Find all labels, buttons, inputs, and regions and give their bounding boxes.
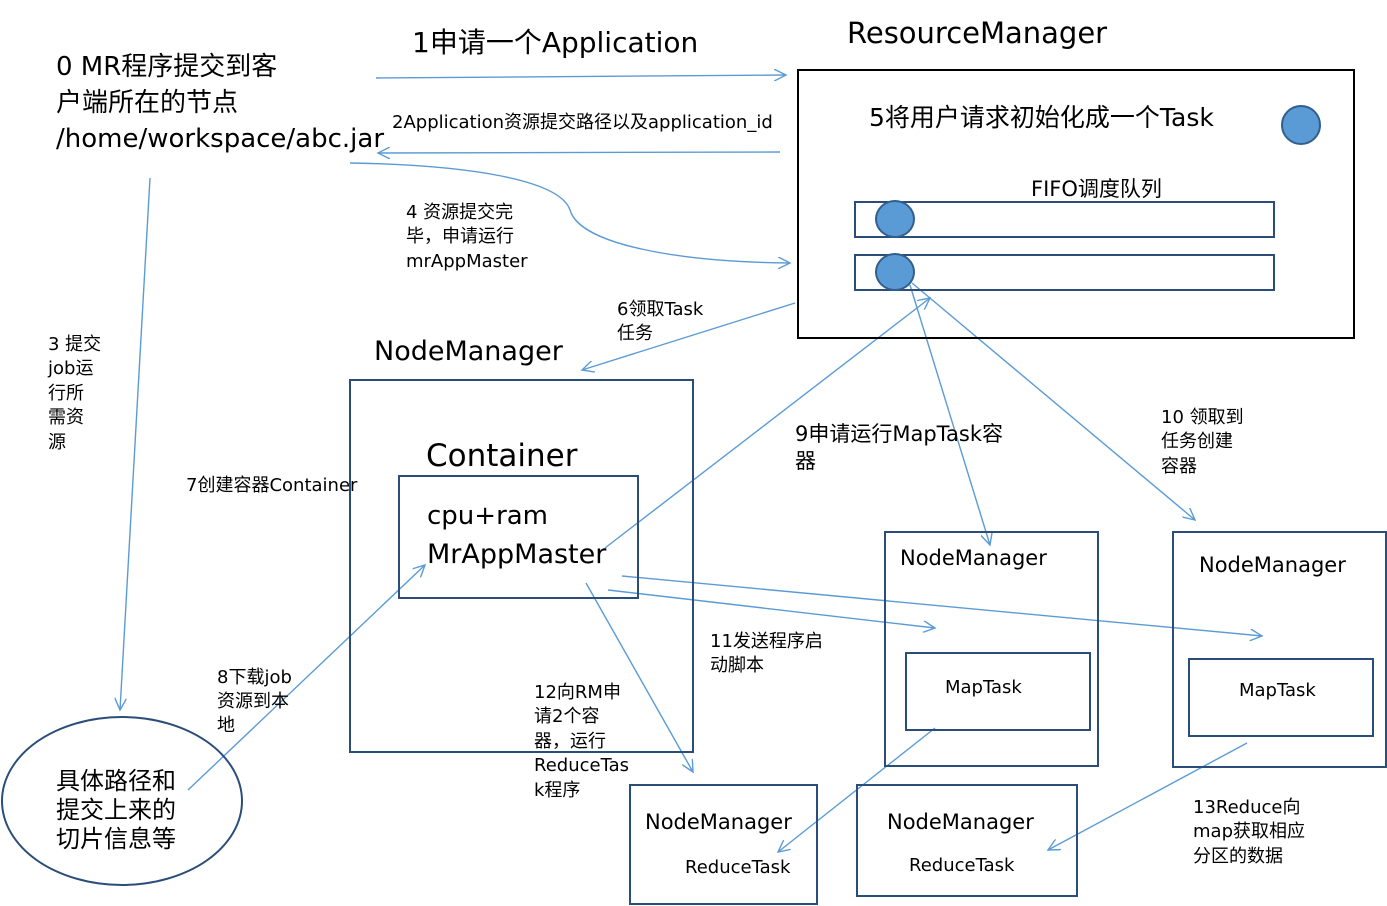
node-manager-reduce1-box: NodeManager ReduceTask [629, 784, 818, 905]
reduce-task-1-label: ReduceTask [685, 857, 791, 878]
node-manager-reduce1-title: NodeManager [645, 810, 792, 834]
fifo-queue-bar-1 [854, 201, 1275, 238]
map-task-1-box: MapTask [905, 652, 1091, 731]
step9-label: 9申请运行MapTask容 器 [795, 422, 1004, 474]
arrow-step8 [187, 565, 425, 791]
step6-label: 6领取Task 任务 [617, 299, 704, 345]
arrow-step12 [585, 582, 693, 772]
map-task-2-box: MapTask [1188, 658, 1374, 737]
task-dot [1281, 105, 1321, 145]
step13-label: 13Reduce向 map获取相应 分区的数据 [1193, 797, 1305, 867]
mr-app-master-label: MrAppMaster [427, 539, 607, 570]
reduce-task-2-label: ReduceTask [909, 855, 1015, 876]
queue-task-dot-1 [875, 200, 915, 238]
node-manager-main-title: NodeManager [374, 336, 563, 367]
container-box: cpu+ram MrAppMaster [398, 475, 639, 599]
arrow-step2 [378, 152, 781, 153]
node-manager-map1-box: NodeManager MapTask [884, 531, 1099, 767]
arrow-step6 [582, 302, 796, 370]
queue-task-dot-2 [875, 253, 915, 291]
fifo-queue-label: FIFO调度队列 [1031, 177, 1162, 201]
arrow-step11-a [607, 589, 935, 628]
arrow-to-map1 [909, 284, 990, 545]
step4-label: 4 资源提交完 毕，申请运行 mrAppMaster [406, 202, 528, 272]
node-manager-map1-title: NodeManager [900, 546, 1047, 570]
step5-label: 5将用户请求初始化成一个Task [869, 103, 1214, 132]
step7-label: 7创建容器Container [186, 475, 358, 496]
container-title: Container [426, 438, 578, 474]
step8-label: 8下载job 资源到本 地 [217, 667, 292, 736]
resource-manager-title: ResourceManager [847, 16, 1108, 50]
client-node-label: 0 MR程序提交到客 户端所在的节点 /home/workspace/abc.j… [56, 52, 385, 154]
map-task-2-label: MapTask [1239, 680, 1316, 701]
arrow-step11-b [621, 575, 1262, 636]
arrow-step3 [120, 177, 151, 710]
arrow-step4 [349, 162, 790, 263]
step12-label: 12向RM申 请2个容 器，运行 ReduceTas k程序 [534, 682, 630, 801]
step3-label: 3 提交 job运 行所 需资 源 [48, 334, 102, 453]
arrow-step1 [375, 75, 786, 78]
step11-label: 11发送程序启 动脚本 [710, 631, 823, 677]
arrow-step13 [1048, 742, 1248, 850]
step2-label: 2Application资源提交路径以及application_id [392, 112, 773, 133]
arrow-step9 [604, 298, 930, 549]
resource-manager-box: 5将用户请求初始化成一个Task FIFO调度队列 [797, 69, 1355, 339]
arrow-step10 [911, 282, 1195, 520]
node-manager-reduce2-box: NodeManager ReduceTask [856, 784, 1078, 897]
fifo-queue-bar-2 [854, 254, 1275, 291]
node-manager-reduce2-title: NodeManager [887, 810, 1034, 834]
job-resources-label: 具体路径和 提交上来的 切片信息等 [56, 767, 176, 853]
step1-label: 1申请一个Application [412, 26, 699, 59]
node-manager-map2-box: NodeManager MapTask [1172, 531, 1387, 768]
container-resources: cpu+ram [427, 501, 549, 531]
map-task-1-label: MapTask [945, 677, 1022, 698]
node-manager-main-box [349, 379, 694, 753]
step10-label: 10 领取到 任务创建 容器 [1161, 407, 1244, 477]
job-resources-ellipse [1, 716, 243, 886]
node-manager-map2-title: NodeManager [1199, 553, 1346, 577]
